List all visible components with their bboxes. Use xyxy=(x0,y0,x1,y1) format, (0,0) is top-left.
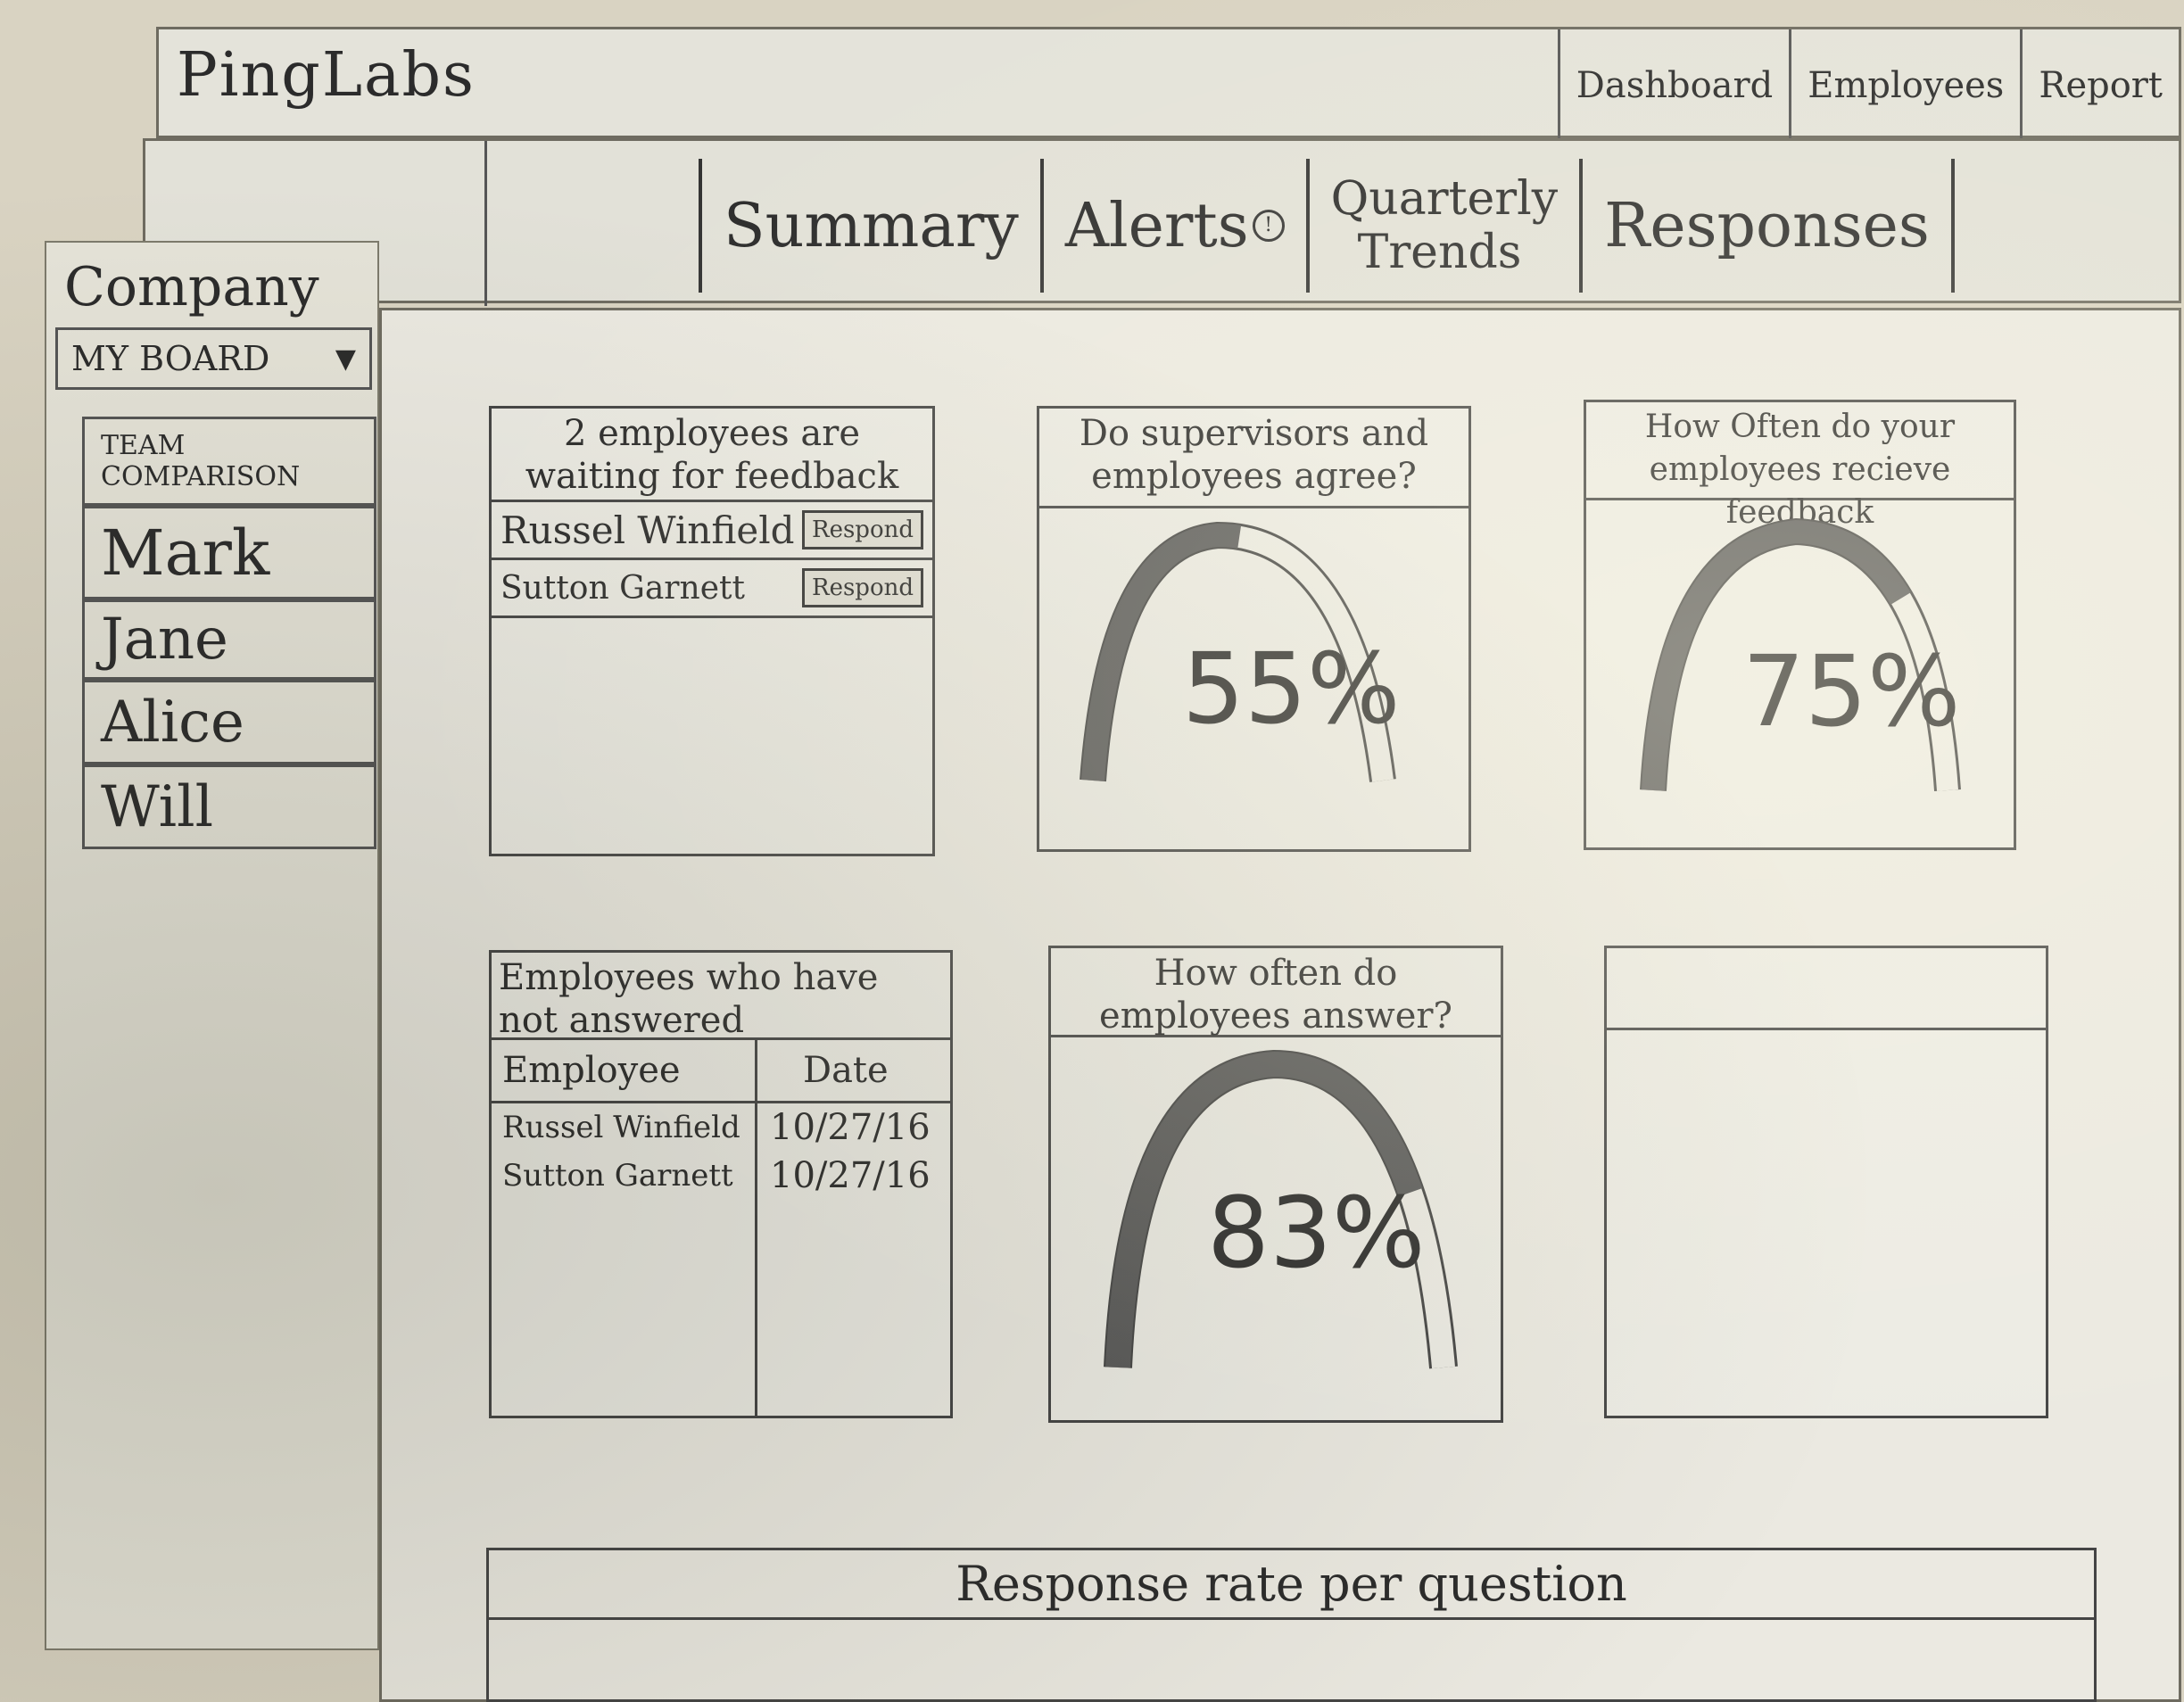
employee-name: Russel Winfield xyxy=(500,508,795,552)
feedback-frequency-value: 75% xyxy=(1742,634,1961,748)
tab-alerts-label: Alerts xyxy=(1064,190,1249,261)
feedback-frequency-card: How Often do your employees recieve feed… xyxy=(1584,400,2016,850)
employee-name: Sutton Garnett xyxy=(502,1158,733,1194)
sidebar-item-mark[interactable]: Mark xyxy=(82,506,376,599)
not-answered-table: Employee Date Russel Winfield 10/27/16 S… xyxy=(492,1040,950,1200)
tab-quarterly-label: Quarterly xyxy=(1330,172,1559,226)
empty-card-title xyxy=(1607,948,2046,1030)
respond-button[interactable]: Respond xyxy=(802,510,923,549)
agree-value: 55% xyxy=(1182,632,1401,746)
feedback-frequency-title: How Often do your employees recieve feed… xyxy=(1586,402,2014,531)
table-row: Sutton Garnett Respond xyxy=(492,560,932,618)
subbar-divider xyxy=(484,141,487,306)
tab-alerts[interactable]: Alerts ! xyxy=(1039,159,1306,293)
employee-name: Russel Winfield xyxy=(502,1110,740,1145)
sidebar: Company MY BOARD ▼ TEAM COMPARISON Mark … xyxy=(45,241,379,1650)
answer-frequency-card: How often do employees answer? 83% xyxy=(1048,946,1503,1423)
gauge-fill xyxy=(1081,523,1242,782)
not-answered-card: Employees who have not answered Employee… xyxy=(489,950,953,1418)
feedback-waiting-card: 2 employees are waiting for feedback Rus… xyxy=(489,406,935,856)
board-select-label: MY BOARD xyxy=(71,339,270,378)
table-row: Russel Winfield 10/27/16 xyxy=(492,1103,950,1153)
top-bar: PingLabs Dashboard Employees Report xyxy=(156,27,2181,141)
nav-report[interactable]: Report xyxy=(2020,29,2179,141)
tab-trends-label: Trends xyxy=(1357,226,1522,279)
agree-title: Do supervisors and employees agree? xyxy=(1039,409,1468,508)
table-row: Russel Winfield Respond xyxy=(492,502,932,560)
chevron-down-icon: ▼ xyxy=(335,343,356,375)
agree-gauge xyxy=(1080,521,1396,782)
gauge-fill xyxy=(1642,519,1911,791)
response-rate-card: Response rate per question xyxy=(486,1548,2097,1702)
sidebar-item-will[interactable]: Will xyxy=(82,764,376,849)
tab-summary-label: Summary xyxy=(724,190,1019,261)
tab-responses[interactable]: Responses xyxy=(1579,159,1955,293)
alert-badge-icon: ! xyxy=(1252,210,1285,242)
feedback-frequency-gauge xyxy=(1640,517,1961,792)
tab-summary[interactable]: Summary xyxy=(699,159,1040,293)
table-row: Sutton Garnett 10/27/16 xyxy=(492,1152,950,1200)
column-divider xyxy=(755,1040,757,1416)
employee-name: Sutton Garnett xyxy=(500,569,745,607)
top-nav: Dashboard Employees Report xyxy=(1557,29,2179,141)
answer-frequency-gauge xyxy=(1104,1049,1458,1369)
sub-nav-bar: Summary Alerts ! Quarterly Trends Respon… xyxy=(143,138,2181,306)
response-rate-title: Response rate per question xyxy=(489,1550,2094,1620)
respond-button[interactable]: Respond xyxy=(802,568,923,607)
sidebar-item-alice[interactable]: Alice xyxy=(82,680,376,764)
table-header-row: Employee Date xyxy=(492,1040,950,1103)
answer-frequency-title: How often do employees answer? xyxy=(1051,948,1501,1037)
column-header-employee: Employee xyxy=(492,1040,754,1103)
sidebar-item-team-comparison[interactable]: TEAM COMPARISON xyxy=(82,417,376,506)
brand-logo: PingLabs xyxy=(177,40,476,111)
feedback-waiting-title: 2 employees are waiting for feedback xyxy=(492,409,932,502)
board-select[interactable]: MY BOARD ▼ xyxy=(55,327,372,390)
nav-employees[interactable]: Employees xyxy=(1789,29,2020,141)
sub-tabs: Summary Alerts ! Quarterly Trends Respon… xyxy=(699,159,1955,293)
tab-quarterly-trends[interactable]: Quarterly Trends xyxy=(1305,159,1580,293)
not-answered-title: Employees who have not answered xyxy=(492,953,950,1041)
gauge-fill xyxy=(1105,1051,1423,1368)
sidebar-item-jane[interactable]: Jane xyxy=(82,599,376,680)
agree-gauge-card: Do supervisors and employees agree? 55% xyxy=(1037,406,1471,852)
empty-card xyxy=(1604,946,2048,1418)
column-header-date: Date xyxy=(754,1040,950,1103)
response-date: 10/27/16 xyxy=(770,1107,931,1148)
tab-responses-label: Responses xyxy=(1604,190,1930,261)
answer-frequency-value: 83% xyxy=(1207,1176,1426,1290)
nav-dashboard[interactable]: Dashboard xyxy=(1557,29,1789,141)
response-date: 10/27/16 xyxy=(770,1155,931,1196)
sidebar-title: Company xyxy=(64,256,319,318)
